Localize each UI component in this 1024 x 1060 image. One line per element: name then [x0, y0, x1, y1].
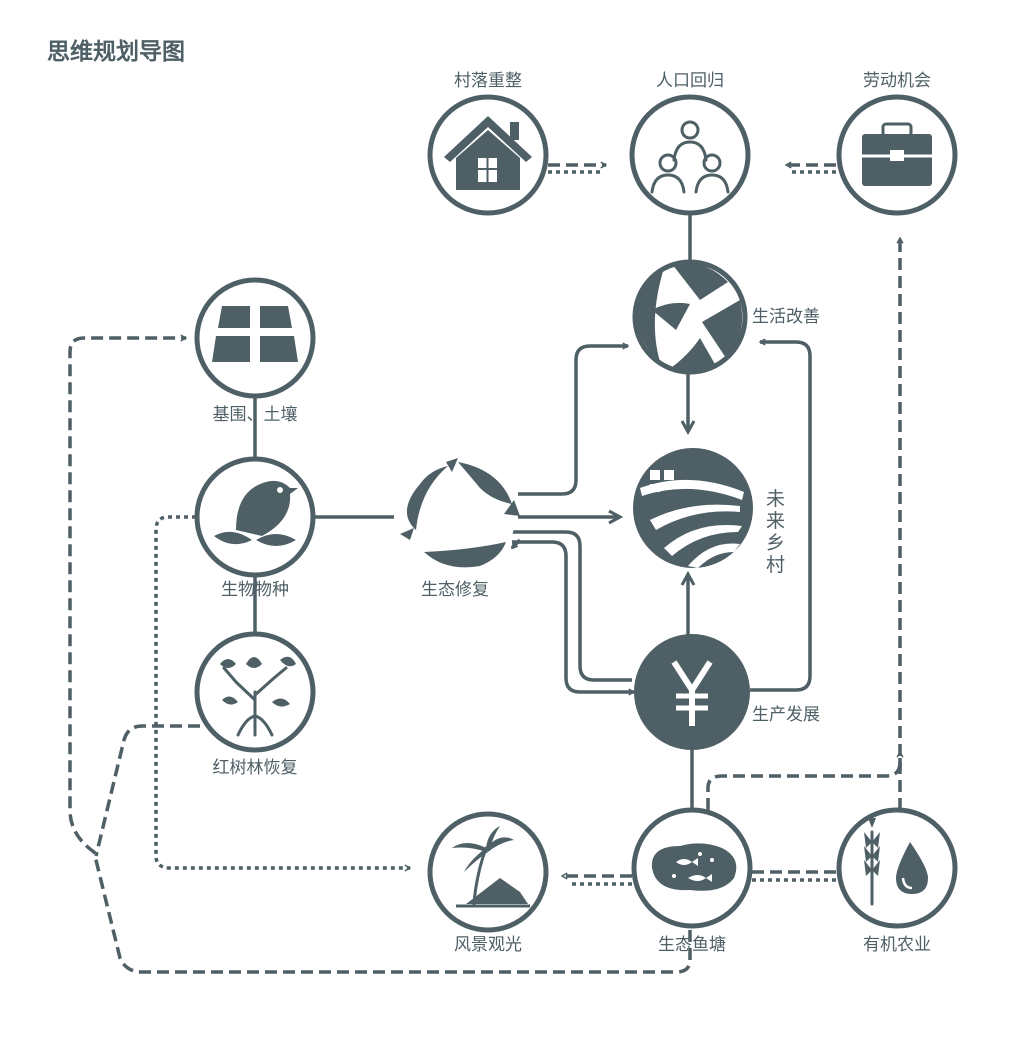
fish-pond-icon [651, 843, 737, 891]
node-future-label-2: 来 [766, 510, 785, 532]
connector-fishpond-soil [68, 338, 692, 974]
node-agriculture[interactable]: 有机农业 [836, 807, 958, 955]
node-production[interactable]: 生产发展 [634, 634, 820, 750]
node-soil[interactable]: 基围、土壤 [194, 277, 316, 425]
node-production-label: 生产发展 [752, 705, 820, 725]
node-village[interactable]: 村落重整 [427, 71, 549, 216]
fields-icon [212, 306, 298, 362]
node-biology-label: 生物物种 [221, 580, 289, 600]
node-future-label-3: 乡 [766, 532, 785, 554]
mangrove-tree-icon [220, 656, 296, 737]
node-soil-label: 基围、土壤 [213, 404, 298, 425]
node-life[interactable]: 生活改善 [632, 259, 820, 375]
node-mangrove[interactable]: 红树林恢复 [194, 631, 316, 778]
node-scenery[interactable]: 风景观光 [427, 811, 549, 955]
node-agriculture-ring [836, 807, 958, 929]
house-icon [444, 116, 532, 190]
node-future-label: 未 来 乡 村 [766, 488, 791, 576]
connector-production-ecorestore [512, 530, 632, 682]
yen-icon [671, 660, 713, 726]
node-village-label: 村落重整 [454, 71, 522, 91]
recycle-leaves-icon [400, 458, 520, 568]
briefcase-icon [862, 122, 932, 186]
wheat-drop-icon [864, 818, 928, 906]
node-population-ring [629, 94, 751, 216]
connectors [68, 165, 902, 974]
node-mangrove-label: 红树林恢复 [213, 758, 298, 778]
node-scenery-ring [427, 811, 549, 933]
node-ecorestore-label: 生态修复 [421, 580, 489, 600]
connector-fishpond-jobs [706, 761, 902, 810]
ball-icon [636, 262, 743, 373]
node-jobs[interactable]: 劳动机会 [836, 71, 958, 216]
node-fishpond-label: 生态鱼塘 [658, 935, 726, 955]
node-ecorestore[interactable]: 生态修复 [395, 457, 520, 600]
node-jobs-label: 劳动机会 [863, 71, 931, 91]
connector-biology-scenery [154, 515, 410, 868]
people-icon [650, 120, 730, 194]
landscape-icon [640, 470, 744, 568]
page-title: 思维规划导图 [47, 38, 185, 65]
node-population-label: 人口回归 [656, 71, 724, 91]
connector-ecorestore-life [518, 346, 628, 496]
bird-leaves-icon [214, 480, 298, 546]
connector-production-ecorestore-arrow [510, 538, 522, 550]
connector-mangrove-soil [94, 724, 200, 857]
node-fishpond[interactable]: 生态鱼塘 [631, 807, 753, 955]
node-future-label-4: 村 [766, 554, 785, 576]
node-soil-ring [194, 277, 316, 399]
node-future[interactable]: 未 来 乡 村 [633, 448, 791, 576]
node-biology[interactable]: 生物物种 [194, 456, 316, 600]
connector-production-life [750, 342, 812, 692]
connector-ecorestore-production [512, 540, 634, 692]
node-scenery-label: 风景观光 [454, 935, 522, 955]
node-population[interactable]: 人口回归 [629, 71, 751, 216]
palm-tree-icon [452, 826, 530, 908]
node-future-label-1: 未 [766, 488, 785, 510]
node-agriculture-label: 有机农业 [863, 935, 931, 955]
node-life-label: 生活改善 [752, 307, 820, 327]
